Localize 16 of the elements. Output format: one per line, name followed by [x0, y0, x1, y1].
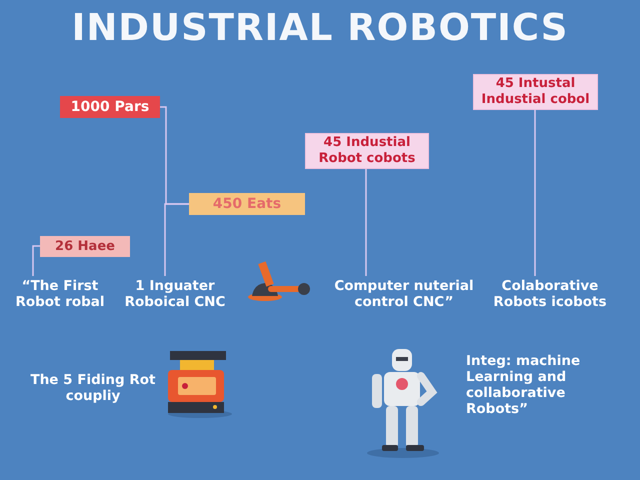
leader-line [32, 245, 40, 276]
count-label: 450 Eats [189, 193, 305, 215]
leader-line [534, 110, 536, 276]
leader-line [164, 203, 189, 276]
count-label: 26 Haee [40, 236, 130, 257]
milestone-caption: “The First Robot robal [4, 276, 116, 312]
milestone-caption: The 5 Fiding Rot coupliy [28, 368, 158, 408]
milestone-caption: Colaborative Robots icobots [480, 276, 620, 312]
milestone-caption: 1 Inguater Roboical CNC [114, 276, 236, 312]
count-label: 1000 Pars [60, 96, 160, 118]
milestone-caption: Integ: machine Learning and collaborative Robots” [466, 352, 616, 418]
milestone-label: 45 Intustal Industial cobol [473, 74, 598, 110]
title: INDUSTRIAL ROBOTICS [70, 6, 570, 49]
milestone-label: 45 Industial Robot cobots [305, 133, 429, 169]
leader-line [365, 169, 367, 276]
milestone-caption: Computer nuterial control CNC” [326, 276, 482, 312]
